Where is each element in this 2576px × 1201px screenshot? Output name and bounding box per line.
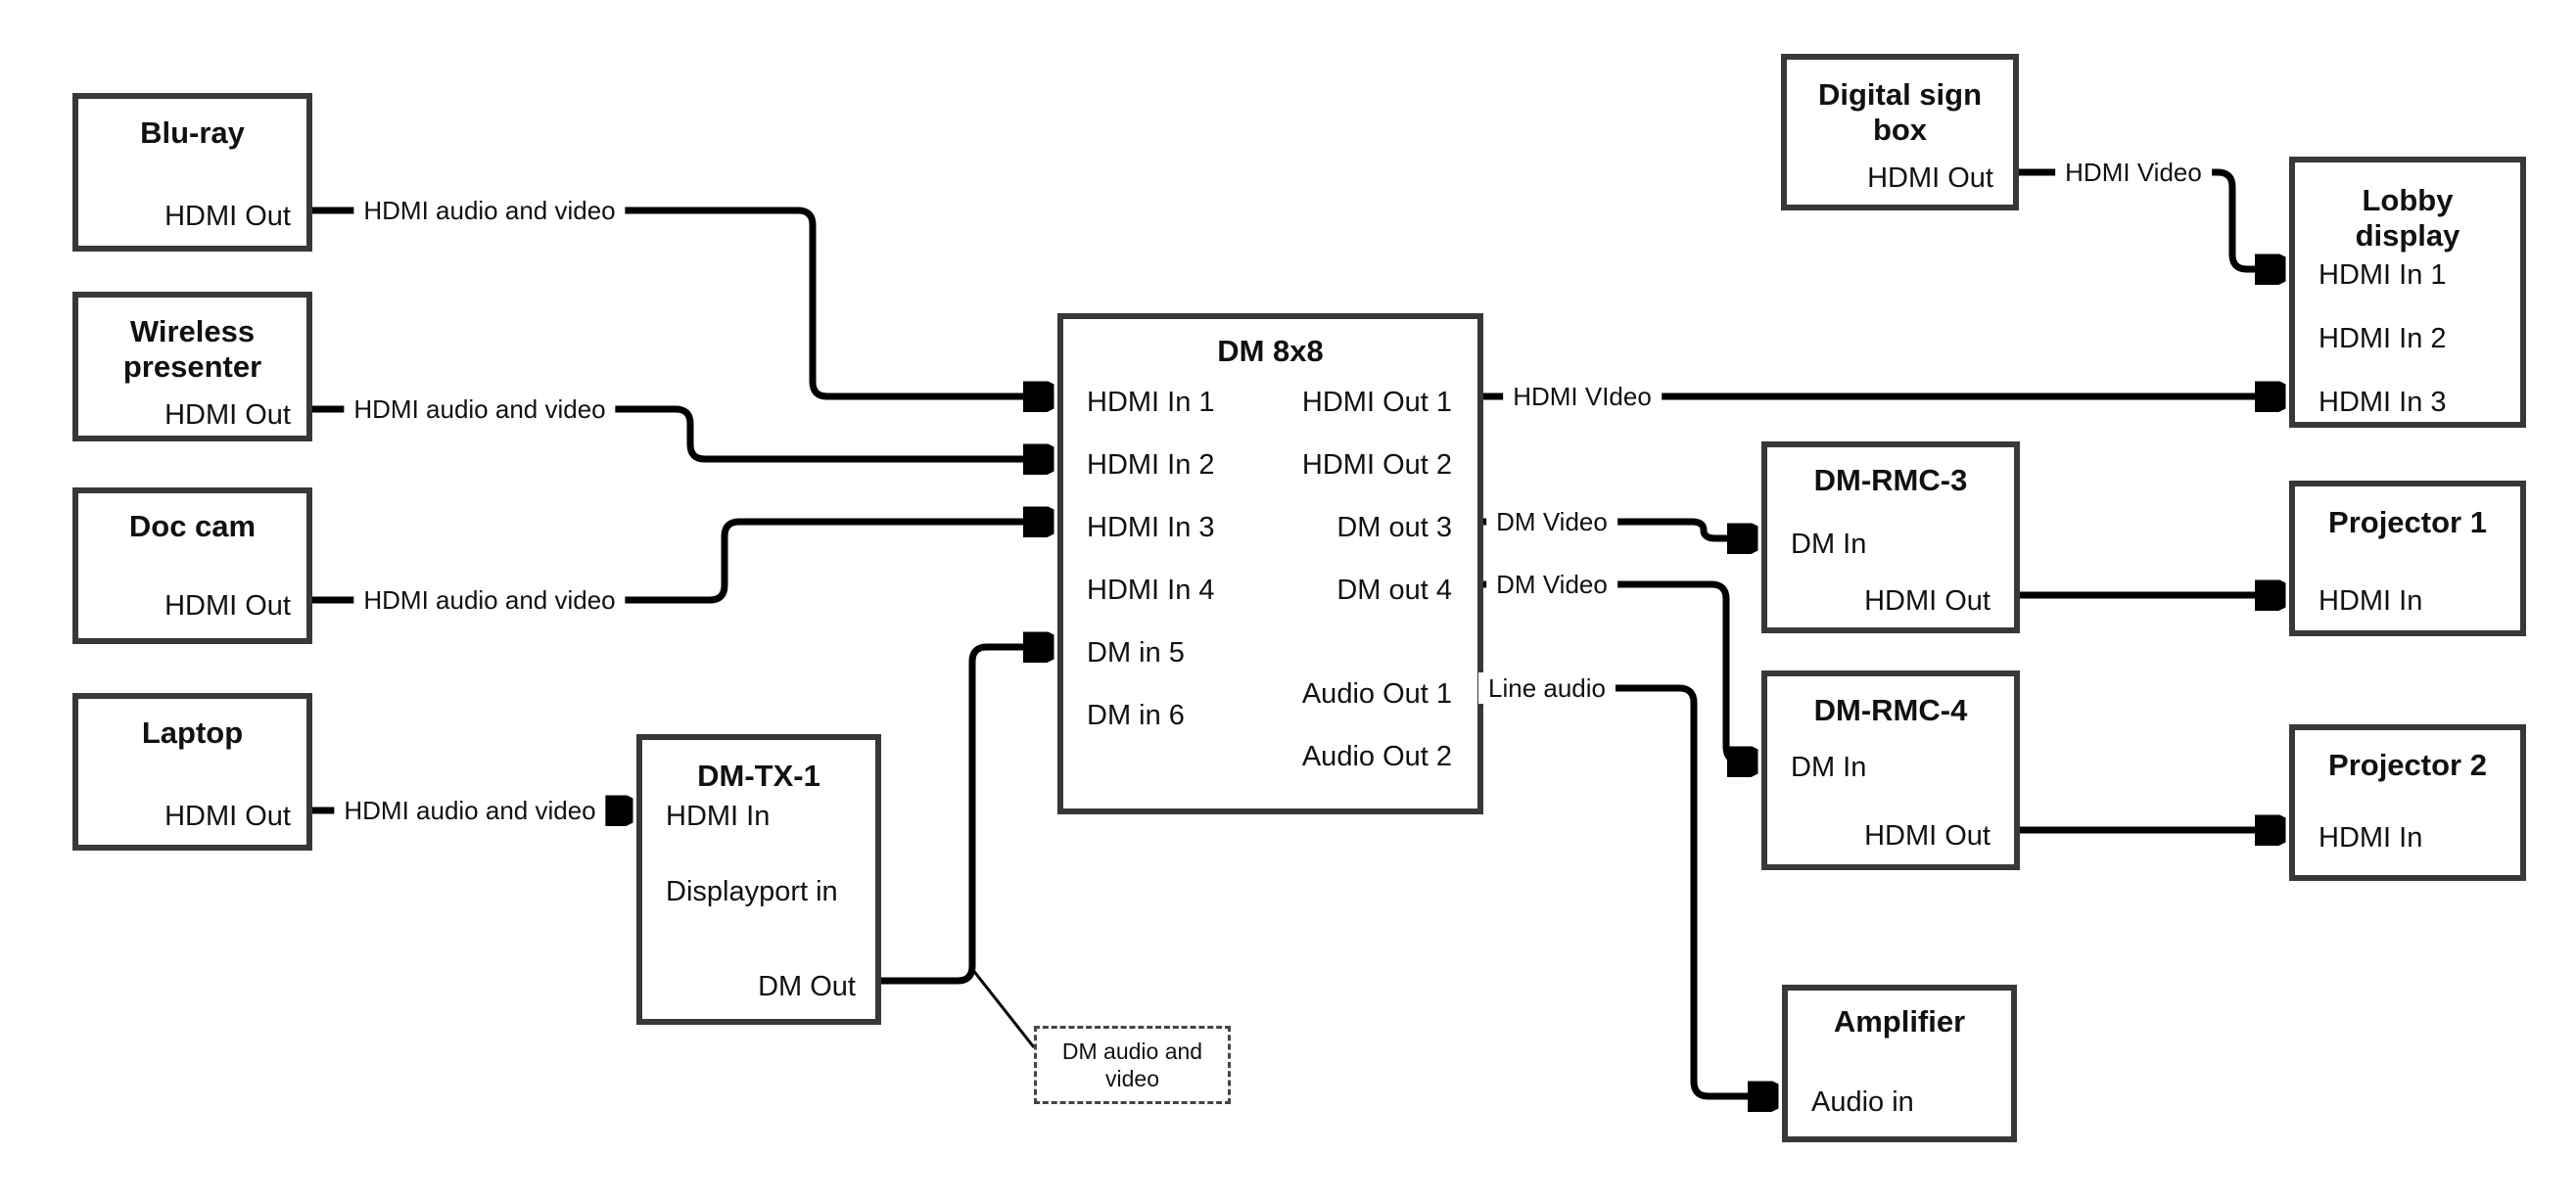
dm8x8-port-hdmi-in1: HDMI In 1 (1087, 387, 1215, 418)
label-dm-video-out4: DM Video (1486, 569, 1617, 600)
label-dm-video-out3: DM Video (1486, 506, 1617, 537)
dm8x8-port-dm-in6: DM in 6 (1087, 700, 1185, 731)
box-amplifier-title: Amplifier (1833, 1004, 1966, 1039)
box-projector2-title: Projector 2 (2328, 748, 2487, 782)
box-dm-rmc-4: DM-RMC-4 DM In HDMI Out (1761, 670, 2020, 870)
dmtx1-port-displayport-in: Displayport in (666, 876, 838, 907)
bluray-port-hdmi-out: HDMI Out (164, 201, 291, 232)
box-lobby-display: Lobby display HDMI In 1 HDMI In 2 HDMI I… (2289, 157, 2526, 428)
annotation-leader-line (970, 968, 1036, 1048)
rmc3-port-dm-in: DM In (1791, 529, 1867, 560)
dm8x8-port-hdmi-in3: HDMI In 3 (1087, 512, 1215, 543)
box-wireless-presenter: Wireless presenter HDMI Out (72, 292, 312, 441)
lobby-port-hdmi-in2: HDMI In 2 (2318, 323, 2447, 354)
label-doccam-hdmi-av: HDMI audio and video (353, 584, 626, 616)
dm8x8-port-hdmi-in2: HDMI In 2 (1087, 449, 1215, 481)
annotation-dm-audio-video: DM audio and video (1034, 1026, 1231, 1104)
dm8x8-port-hdmi-out2: HDMI Out 2 (1301, 449, 1452, 481)
projector2-port-hdmi-in: HDMI In (2318, 822, 2423, 854)
box-wireless-title-line1: Wireless (129, 314, 256, 348)
box-dm-rmc-3: DM-RMC-3 DM In HDMI Out (1761, 441, 2020, 633)
label-bluray-hdmi-av: HDMI audio and video (353, 195, 626, 226)
connector-doccam-to-dm8x8-hdmi-in3 (312, 522, 1050, 604)
doccam-port-hdmi-out: HDMI Out (164, 590, 291, 622)
label-hdmi-video-sign: HDMI Video (2055, 157, 2212, 188)
dm8x8-port-dm-in5: DM in 5 (1087, 637, 1185, 669)
connector-dmtx1-dmout-to-dm8x8-dm-in5 (881, 647, 1050, 985)
wireless-port-hdmi-out: HDMI Out (164, 399, 291, 431)
box-dm8x8: DM 8x8 HDMI In 1 HDMI In 2 HDMI In 3 HDM… (1057, 313, 1483, 814)
connector-digital-sign-to-lobby-hdmi-in1 (2019, 168, 2281, 269)
box-projector1: Projector 1 HDMI In (2289, 481, 2526, 636)
label-hdmi-video-main: HDMI VIdeo (1503, 381, 1662, 412)
label-line-audio: Line audio (1478, 672, 1616, 704)
box-dm8x8-title: DM 8x8 (1217, 334, 1324, 368)
box-digital-sign: Digital sign box HDMI Out (1781, 54, 2019, 210)
connector-bluray-to-dm8x8-hdmi-in1 (312, 207, 1050, 396)
connector-wireless-to-dm8x8-hdmi-in2 (312, 405, 1050, 459)
box-bluray: Blu-ray HDMI Out (72, 93, 312, 252)
amplifier-port-audio-in: Audio in (1811, 1086, 1914, 1118)
box-doccam: Doc cam HDMI Out (72, 487, 312, 644)
label-wireless-hdmi-av: HDMI audio and video (344, 393, 616, 425)
dmtx1-port-dm-out: DM Out (758, 971, 856, 1002)
box-digital-sign-title-line1: Digital sign (1817, 77, 1983, 112)
annotation-line1: DM audio and (1061, 1039, 1203, 1064)
box-lobby-title-line2: display (2355, 218, 2460, 253)
box-projector2: Projector 2 HDMI In (2289, 724, 2526, 881)
box-doccam-title: Doc cam (128, 509, 257, 543)
connector-dm8x8-dm-out4-to-rmc4-dm-in (1483, 580, 1754, 762)
box-amplifier: Amplifier Audio in (1782, 985, 2017, 1142)
box-rmc4-title: DM-RMC-4 (1813, 693, 1968, 727)
box-dmtx1-title: DM-TX-1 (697, 759, 820, 793)
box-laptop-title: Laptop (141, 716, 244, 750)
label-laptop-hdmi-av: HDMI audio and video (334, 795, 606, 826)
box-dmtx1: DM-TX-1 HDMI In Displayport in DM Out (636, 734, 881, 1025)
box-bluray-title: Blu-ray (140, 115, 245, 150)
dm8x8-port-dm-out4: DM out 4 (1336, 575, 1452, 606)
annotation-line2: video (1105, 1066, 1159, 1091)
rmc3-port-hdmi-out: HDMI Out (1864, 585, 1991, 617)
rmc4-port-dm-in: DM In (1791, 752, 1867, 783)
box-projector1-title: Projector 1 (2328, 505, 2487, 539)
box-lobby-title-line1: Lobby (2362, 183, 2454, 217)
dm8x8-port-hdmi-out1: HDMI Out 1 (1301, 387, 1452, 418)
box-wireless-title-line2: presenter (122, 349, 262, 384)
laptop-port-hdmi-out: HDMI Out (164, 801, 291, 832)
dmtx1-port-hdmi-in: HDMI In (666, 801, 771, 832)
connector-dm8x8-dm-out3-to-rmc3-dm-in (1483, 518, 1754, 538)
dm8x8-port-audio-out2: Audio Out 2 (1301, 741, 1452, 772)
projector1-port-hdmi-in: HDMI In (2318, 585, 2423, 617)
box-digital-sign-title-line2: box (1872, 113, 1928, 147)
dm8x8-port-dm-out3: DM out 3 (1336, 512, 1452, 543)
dm8x8-port-hdmi-in4: HDMI In 4 (1087, 575, 1215, 606)
box-rmc3-title: DM-RMC-3 (1813, 463, 1968, 497)
rmc4-port-hdmi-out: HDMI Out (1864, 820, 1991, 852)
lobby-port-hdmi-in3: HDMI In 3 (2318, 387, 2447, 418)
connector-dm8x8-audio-out1-to-amplifier (1483, 684, 1774, 1096)
digital-sign-port-hdmi-out: HDMI Out (1867, 162, 1993, 194)
box-laptop: Laptop HDMI Out (72, 693, 312, 851)
dm8x8-port-audio-out1: Audio Out 1 (1301, 678, 1452, 710)
lobby-port-hdmi-in1: HDMI In 1 (2318, 259, 2447, 291)
